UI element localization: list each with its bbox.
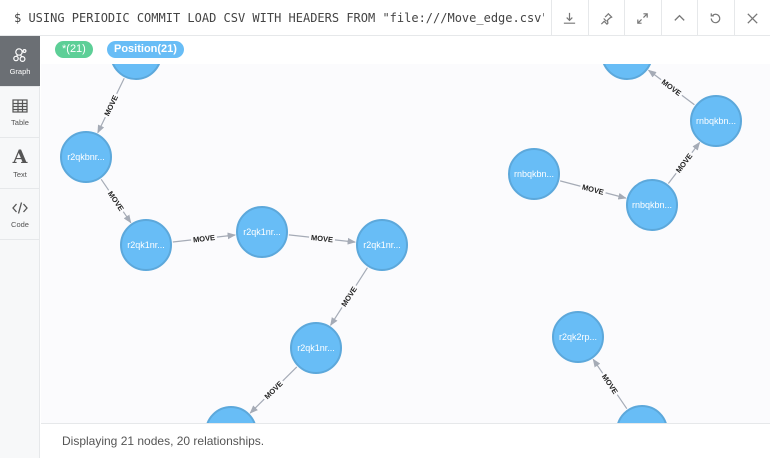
sidebar-item-text[interactable]: A Text xyxy=(0,138,40,189)
graph-node[interactable]: rnbqkbn... xyxy=(508,148,560,200)
node-circle[interactable] xyxy=(111,64,161,80)
edge-label: MOVE xyxy=(102,94,120,118)
position-label-tag[interactable]: Position(21) xyxy=(107,41,184,58)
collapse-icon xyxy=(674,14,685,21)
sidebar-item-graph[interactable]: Graph xyxy=(0,36,40,87)
close-icon xyxy=(747,12,758,24)
node-circle[interactable] xyxy=(626,179,678,231)
all-nodes-tag[interactable]: *(21) xyxy=(55,41,93,58)
node-label: rnbqkbn... xyxy=(696,116,736,126)
node-circle[interactable] xyxy=(617,405,667,423)
query-bar: $ USING PERIODIC COMMIT LOAD CSV WITH HE… xyxy=(0,0,770,36)
sidebar-item-table[interactable]: Table xyxy=(0,87,40,138)
sidebar-item-label: Table xyxy=(11,118,29,127)
sidebar-item-label: Code xyxy=(11,220,29,229)
node-circle[interactable] xyxy=(236,206,288,258)
edge-label-background xyxy=(598,370,622,398)
pin-button[interactable] xyxy=(587,0,625,36)
node-circle[interactable] xyxy=(690,95,742,147)
graph-node[interactable]: r2qkbnr... xyxy=(60,131,112,183)
text-icon: A xyxy=(12,145,28,168)
node-circle[interactable] xyxy=(552,311,604,363)
node-label: r2qk1nr... xyxy=(363,240,401,250)
edge-label: MOVE xyxy=(581,183,605,197)
edge-label-background xyxy=(658,75,685,100)
edge-label-background xyxy=(100,91,122,120)
sidebar-item-code[interactable]: Code xyxy=(0,189,40,240)
edge-label-background xyxy=(672,149,696,177)
download-button[interactable] xyxy=(551,0,588,36)
pin-icon xyxy=(600,12,613,25)
graph-node[interactable]: rnbqkbn... xyxy=(626,179,678,231)
node-label: r2qk2rp... xyxy=(559,332,597,342)
fullscreen-button[interactable] xyxy=(624,0,661,36)
graph-node[interactable] xyxy=(617,405,667,423)
graph-node[interactable] xyxy=(111,64,161,80)
graph-icon xyxy=(13,48,27,63)
node-circle[interactable] xyxy=(602,64,652,80)
graph-node[interactable] xyxy=(206,406,256,423)
edge-label: MOVE xyxy=(660,77,683,97)
label-tag-bar: *(21) Position(21) xyxy=(41,36,770,64)
rerun-button[interactable] xyxy=(697,0,734,36)
download-icon xyxy=(564,12,576,24)
frame-actions xyxy=(551,0,770,36)
graph-node[interactable]: r2qk1nr... xyxy=(120,219,172,271)
edge-label: MOVE xyxy=(674,152,695,175)
edge-label-background xyxy=(104,187,128,215)
status-bar: Displaying 21 nodes, 20 relationships. xyxy=(41,423,770,458)
edge-label-background xyxy=(337,282,361,311)
node-label: r2qkbnr... xyxy=(67,152,105,162)
graph-node[interactable]: r2qk1nr... xyxy=(236,206,288,258)
node-label: rnbqkbn... xyxy=(514,169,554,179)
graph-node[interactable]: r2qk1nr... xyxy=(290,322,342,374)
graph-node[interactable]: rnbqkbn... xyxy=(690,95,742,147)
status-text: Displaying 21 nodes, 20 relationships. xyxy=(62,434,265,448)
rerun-icon xyxy=(710,12,721,23)
node-label: r2qk1nr... xyxy=(243,227,281,237)
code-icon xyxy=(12,202,28,214)
graph-node[interactable]: r2qk1nr... xyxy=(356,219,408,271)
node-label: r2qk1nr... xyxy=(297,343,335,353)
node-circle[interactable] xyxy=(508,148,560,200)
collapse-button[interactable] xyxy=(660,0,698,36)
node-circle[interactable] xyxy=(356,219,408,271)
expand-icon xyxy=(637,12,649,24)
node-circle[interactable] xyxy=(120,219,172,271)
edge-label-background xyxy=(308,232,336,245)
edge-label: MOVE xyxy=(311,233,334,244)
node-circle[interactable] xyxy=(60,131,112,183)
sidebar-item-label: Graph xyxy=(9,67,31,76)
node-label: rnbqkbn... xyxy=(632,200,672,210)
graph-node[interactable]: r2qk2rp... xyxy=(552,311,604,363)
table-icon xyxy=(12,99,28,113)
sidebar-item-label: Text xyxy=(13,169,27,179)
close-button[interactable] xyxy=(733,0,770,36)
edge-label: MOVE xyxy=(263,379,285,401)
view-sidebar: Graph Table A Text Code xyxy=(0,36,40,458)
edge-label-background xyxy=(190,232,218,245)
graph-node[interactable] xyxy=(602,64,652,80)
node-label: r2qk1nr... xyxy=(127,240,165,250)
edge-label-background xyxy=(260,377,287,403)
edge-label: MOVE xyxy=(339,285,358,308)
node-circle[interactable] xyxy=(206,406,256,423)
edge-label-background xyxy=(579,181,607,198)
node-circle[interactable] xyxy=(290,322,342,374)
query-text[interactable]: $ USING PERIODIC COMMIT LOAD CSV WITH HE… xyxy=(14,11,544,25)
edge-label: MOVE xyxy=(193,233,216,244)
